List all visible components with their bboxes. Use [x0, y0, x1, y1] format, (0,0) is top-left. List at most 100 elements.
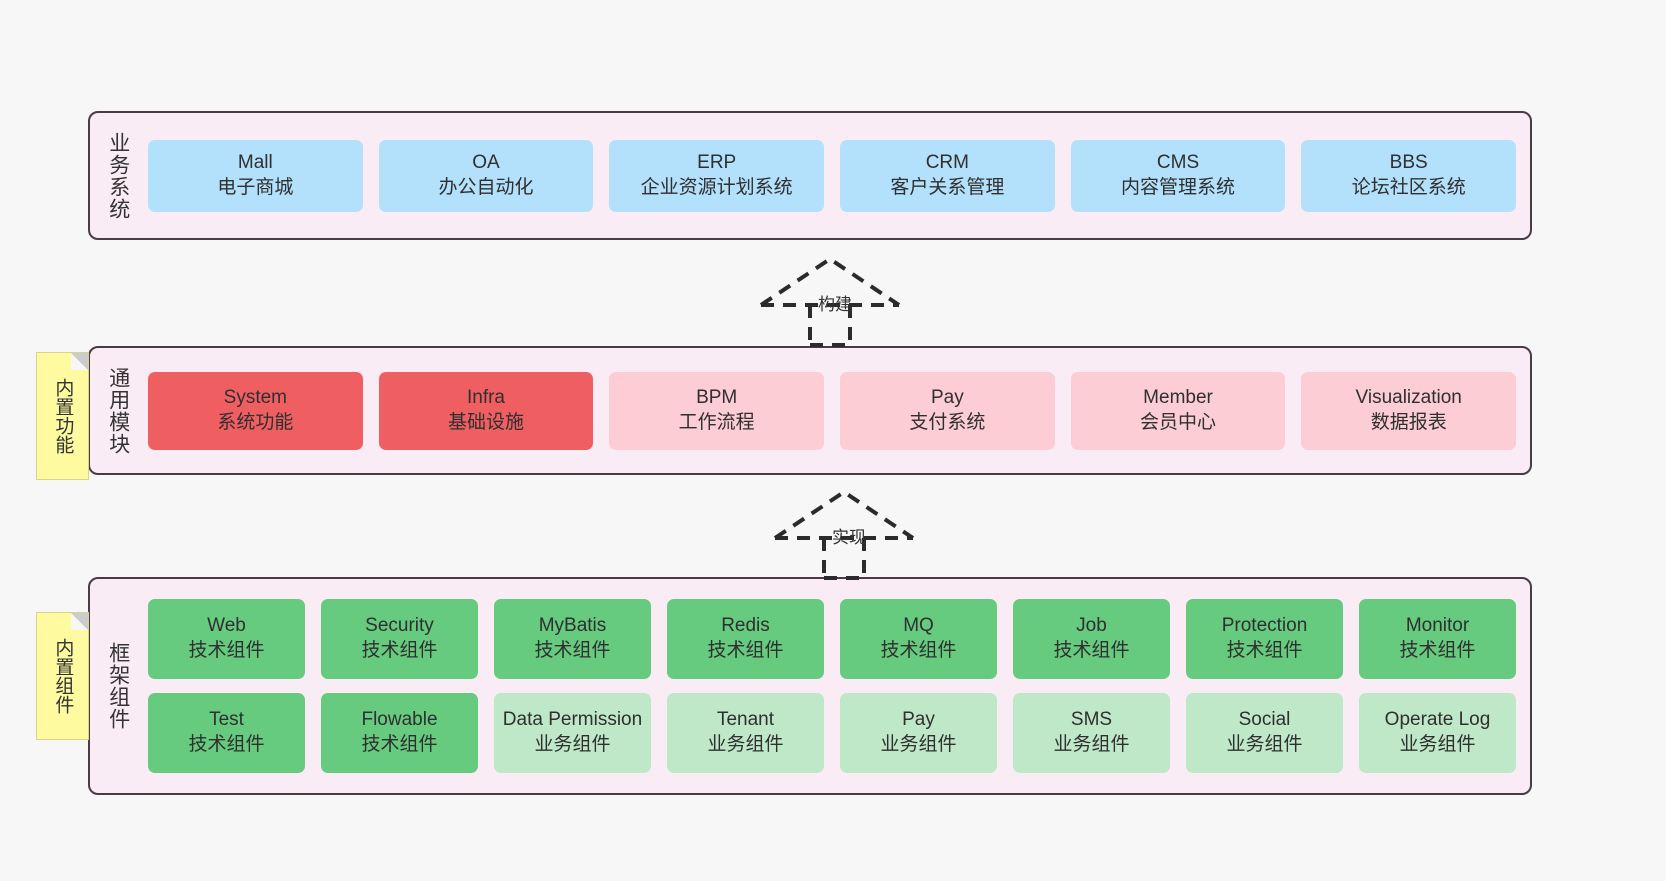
- card-title-cn: 技术组件: [707, 640, 784, 661]
- card-title-cn: 论坛社区系统: [1351, 176, 1466, 198]
- card-title-en: Data Permission: [502, 709, 643, 731]
- card-title-cn: 业务组件: [707, 734, 784, 755]
- card-title-en: Tenant: [716, 709, 775, 731]
- card-flowable[interactable]: Flowable 技术组件: [321, 693, 478, 773]
- card-member[interactable]: Member 会员中心: [1070, 371, 1286, 450]
- card-title-cn: 数据报表: [1370, 411, 1447, 433]
- card-pay-component[interactable]: Pay 业务组件: [840, 693, 997, 773]
- layer-business-system-body: Mall 电子商城 OA 办公自动化 ERP 企业资源计划系统 CRM 客户关系…: [138, 113, 1530, 238]
- card-title-cn: 技术组件: [361, 734, 438, 755]
- card-title-cn: 技术组件: [1399, 640, 1476, 661]
- card-title-en: Operate Log: [1384, 709, 1491, 731]
- card-test[interactable]: Test 技术组件: [148, 693, 305, 773]
- card-security[interactable]: Security 技术组件: [321, 599, 478, 679]
- card-title-en: Mall: [237, 151, 273, 173]
- card-system[interactable]: System 系统功能: [148, 371, 363, 450]
- layer-common-module: 通用模块 System 系统功能 Infra 基础设施 BPM 工作流程 Pay…: [88, 346, 1532, 475]
- card-title-cn: 技术组件: [1053, 640, 1130, 661]
- card-title-en: MQ: [903, 615, 934, 637]
- card-title-en: Redis: [721, 615, 770, 637]
- card-sms[interactable]: SMS 业务组件: [1013, 693, 1170, 773]
- card-protection[interactable]: Protection 技术组件: [1186, 599, 1343, 679]
- card-title-cn: 工作流程: [678, 411, 755, 433]
- card-title-en: Pay: [902, 709, 935, 731]
- card-title-cn: 办公自动化: [438, 176, 534, 198]
- card-title-cn: 系统功能: [217, 411, 294, 433]
- card-title-en: Member: [1143, 386, 1213, 408]
- card-title-cn: 技术组件: [534, 640, 611, 661]
- arrow-build: 构建: [755, 255, 905, 347]
- dashed-generalization-arrow-icon: [773, 489, 915, 580]
- card-mybatis[interactable]: MyBatis 技术组件: [494, 599, 651, 679]
- card-infra[interactable]: Infra 基础设施: [378, 371, 594, 450]
- card-title-cn: 企业资源计划系统: [640, 176, 793, 198]
- dashed-generalization-arrow-icon: [759, 256, 901, 347]
- card-title-cn: 技术组件: [1226, 640, 1303, 661]
- card-title-en: System: [223, 386, 288, 408]
- card-title-en: Protection: [1221, 615, 1308, 637]
- card-title-en: ERP: [697, 151, 737, 173]
- card-title-cn: 业务组件: [880, 734, 957, 755]
- card-title-en: OA: [472, 151, 500, 173]
- card-row: System 系统功能 Infra 基础设施 BPM 工作流程 Pay 支付系统…: [148, 371, 1517, 450]
- card-pay-module[interactable]: Pay 支付系统: [840, 371, 1055, 450]
- card-title-en: SMS: [1070, 709, 1113, 731]
- card-title-cn: 会员中心: [1140, 411, 1217, 433]
- card-title-en: Visualization: [1355, 386, 1462, 408]
- card-title-en: MyBatis: [538, 615, 607, 637]
- card-row: Test 技术组件 Flowable 技术组件 Data Permission …: [148, 693, 1516, 773]
- card-operate-log[interactable]: Operate Log 业务组件: [1359, 693, 1516, 773]
- card-oa[interactable]: OA 办公自动化: [378, 139, 594, 212]
- card-title-cn: 技术组件: [188, 734, 265, 755]
- card-cms[interactable]: CMS 内容管理系统: [1070, 139, 1286, 212]
- card-data-permission[interactable]: Data Permission 业务组件: [494, 693, 651, 773]
- card-title-cn: 技术组件: [188, 640, 265, 661]
- arrow-implement-label: 实现: [832, 528, 866, 547]
- layer-business-system: 业务系统 Mall 电子商城 OA 办公自动化 ERP 企业资源计划系统 CRM…: [88, 111, 1532, 240]
- card-bbs[interactable]: BBS 论坛社区系统: [1301, 139, 1517, 212]
- sticky-note-label: 内置组件: [52, 638, 74, 714]
- card-social[interactable]: Social 业务组件: [1186, 693, 1343, 773]
- card-title-cn: 业务组件: [1226, 734, 1303, 755]
- card-title-en: Flowable: [361, 709, 438, 731]
- layer-framework-components: 框架组件 Web 技术组件 Security 技术组件 MyBatis 技术组件…: [88, 577, 1532, 795]
- card-title-en: Web: [207, 615, 246, 637]
- card-title-en: Security: [365, 615, 434, 637]
- card-title-cn: 内容管理系统: [1121, 176, 1236, 198]
- folded-corner-icon: [71, 613, 88, 630]
- card-erp[interactable]: ERP 企业资源计划系统: [609, 139, 825, 212]
- card-title-cn: 业务组件: [1053, 734, 1130, 755]
- card-title-cn: 技术组件: [880, 640, 957, 661]
- card-mq[interactable]: MQ 技术组件: [840, 599, 997, 679]
- card-tenant[interactable]: Tenant 业务组件: [667, 693, 824, 773]
- card-title-en: Test: [209, 709, 244, 731]
- card-title-cn: 技术组件: [361, 640, 438, 661]
- card-crm[interactable]: CRM 客户关系管理: [840, 139, 1055, 212]
- card-row: Web 技术组件 Security 技术组件 MyBatis 技术组件 Redi…: [148, 599, 1516, 679]
- card-web[interactable]: Web 技术组件: [148, 599, 305, 679]
- sticky-note-builtin-features: 内置功能: [36, 352, 89, 480]
- card-title-cn: 业务组件: [534, 734, 611, 755]
- card-bpm[interactable]: BPM 工作流程: [609, 371, 825, 450]
- layer-framework-components-body: Web 技术组件 Security 技术组件 MyBatis 技术组件 Redi…: [138, 579, 1530, 793]
- card-title-cn: 基础设施: [448, 411, 525, 433]
- layer-common-module-label: 通用模块: [106, 366, 130, 455]
- card-title-en: CMS: [1156, 151, 1200, 173]
- card-title-en: BPM: [696, 386, 738, 408]
- card-title-cn: 客户关系管理: [890, 176, 1005, 198]
- arrow-build-label: 构建: [818, 295, 852, 314]
- layer-business-system-label: 业务系统: [106, 131, 130, 220]
- card-monitor[interactable]: Monitor 技术组件: [1359, 599, 1516, 679]
- sticky-note-builtin-components: 内置组件: [36, 612, 89, 740]
- card-title-cn: 电子商城: [217, 176, 294, 198]
- arrow-implement: 实现: [769, 488, 919, 580]
- card-mall[interactable]: Mall 电子商城: [148, 139, 363, 212]
- card-title-en: BBS: [1389, 151, 1428, 173]
- card-job[interactable]: Job 技术组件: [1013, 599, 1170, 679]
- card-redis[interactable]: Redis 技术组件: [667, 599, 824, 679]
- card-title-en: Job: [1076, 615, 1107, 637]
- card-title-en: Infra: [466, 386, 506, 408]
- card-visualization[interactable]: Visualization 数据报表: [1301, 371, 1517, 450]
- layer-common-module-body: System 系统功能 Infra 基础设施 BPM 工作流程 Pay 支付系统…: [138, 348, 1530, 473]
